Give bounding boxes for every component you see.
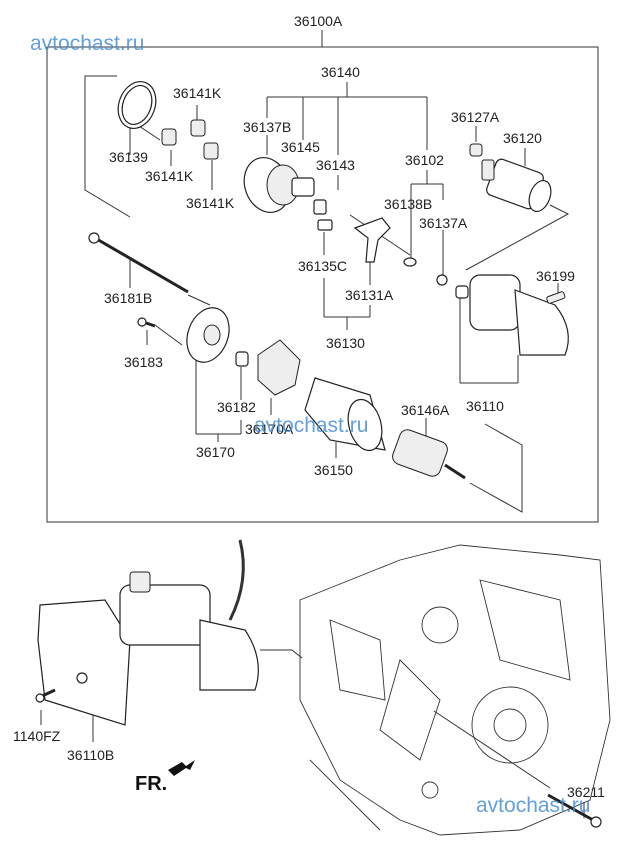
- label-36138B: 36138B: [384, 196, 432, 212]
- label-36120: 36120: [503, 130, 542, 146]
- label-36110: 36110: [466, 398, 504, 414]
- part-36120-solenoid: [481, 158, 552, 213]
- label-36110B: 36110B: [67, 747, 114, 763]
- part-36170-end-cover: [186, 307, 230, 363]
- label-36181B: 36181B: [104, 290, 152, 306]
- label-36183: 36183: [124, 354, 163, 370]
- label-36135C: 36135C: [298, 258, 347, 274]
- label-36170A: 36170A: [245, 421, 294, 437]
- part-36211-bolt: [547, 793, 602, 828]
- part-36146A-armature: [392, 429, 466, 480]
- part-36170A-brush-holder: [257, 339, 301, 396]
- label-36143: 36143: [316, 157, 355, 173]
- watermark-top-left: avtochast.ru: [30, 32, 144, 55]
- label-1140FZ: 1140FZ: [13, 728, 61, 744]
- part-36131A-lever: [353, 217, 417, 267]
- label-36199: 36199: [536, 268, 575, 284]
- part-36182-bushing: [235, 351, 249, 367]
- part-36141K-gears: [161, 119, 219, 160]
- label-36182: 36182: [217, 399, 256, 415]
- watermark-bottom-right: avtochast.ru: [476, 794, 590, 817]
- label-36141K-top: 36141K: [173, 85, 222, 101]
- part-36183-screw: [137, 317, 156, 328]
- part-36110-housing: [436, 274, 569, 356]
- label-36100A: 36100A: [294, 13, 343, 29]
- front-direction-arrow-icon: [168, 760, 195, 776]
- starter-installed-view: [35, 539, 259, 726]
- label-36211: 36211: [567, 784, 605, 800]
- part-36139-o-ring: [117, 81, 157, 129]
- label-36102: 36102: [405, 152, 444, 168]
- assembly-frame: [46, 30, 599, 523]
- watermark-middle: avtochast.ru: [254, 414, 368, 437]
- part-labels: 36100A 36140 36141K 36139 36141K 36141K …: [13, 13, 605, 800]
- part-36150-yoke: [304, 377, 386, 452]
- part-36137B-clutch: [243, 157, 333, 231]
- part-36181B-through-bolt: [88, 232, 189, 294]
- label-36145: 36145: [281, 139, 320, 155]
- label-36131A: 36131A: [345, 287, 394, 303]
- label-36141K-bot: 36141K: [186, 195, 235, 211]
- label-36150: 36150: [314, 462, 353, 478]
- label-36127A: 36127A: [451, 109, 500, 125]
- front-direction-label: FR.: [135, 773, 167, 795]
- label-36137A: 36137A: [419, 215, 468, 231]
- part-36127A-nut: [469, 143, 483, 157]
- label-36130: 36130: [326, 335, 365, 351]
- label-36139: 36139: [109, 149, 148, 165]
- label-36140: 36140: [321, 64, 360, 80]
- label-36146A: 36146A: [401, 402, 450, 418]
- engine-block: [299, 544, 611, 836]
- label-36137B: 36137B: [243, 119, 291, 135]
- label-36141K-mid: 36141K: [145, 168, 194, 184]
- label-36170: 36170: [196, 444, 235, 460]
